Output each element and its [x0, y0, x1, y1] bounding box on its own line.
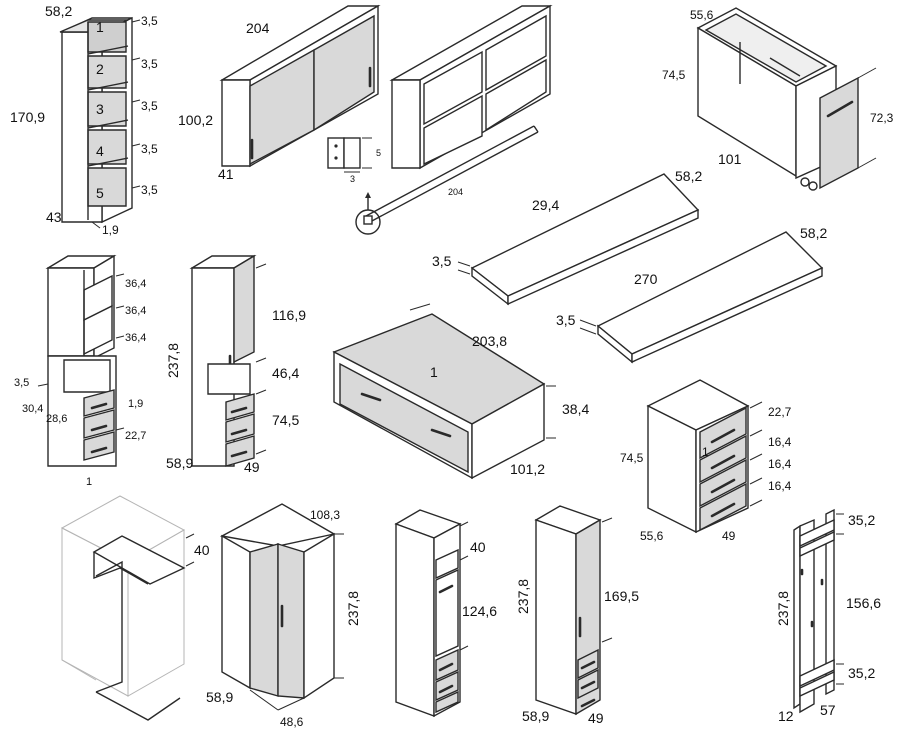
study-open-side: 1,9 [128, 398, 143, 410]
tall-open-top: 40 [470, 539, 486, 555]
tall-closed-figure: 237,8 169,5 58,9 49 [515, 505, 639, 726]
shelf-unit-gap-1: 3,5 [141, 14, 158, 28]
hall-stand-height: 237,8 [775, 591, 791, 626]
chest-figure: 22,7 16,4 16,4 16,4 74,5 1 55,6 49 [620, 379, 792, 543]
worktops-figure: 58,2 29,4 3,5 58,2 270 3,5 [432, 168, 827, 364]
desk-pedestal-figure: 55,6 74,5 101 72,3 [662, 7, 894, 191]
worktop-a-width: 29,4 [532, 197, 559, 213]
hall-stand-top: 35,2 [848, 512, 875, 528]
tall-open-middle: 124,6 [462, 603, 497, 619]
study-open-drawer: 22,7 [125, 430, 146, 442]
shelf-unit-depth: 43 [46, 209, 62, 225]
pedestal-height: 74,5 [662, 68, 686, 82]
tall-open-figure: 40 124,6 [394, 509, 497, 718]
study-closed-middle: 46,4 [272, 365, 299, 381]
worktop-b-length: 270 [634, 271, 658, 287]
study-closed-lower: 74,5 [272, 412, 299, 428]
sliding-cabinet-width: 204 [246, 20, 270, 36]
shelf-unit-number-4: 4 [96, 143, 104, 159]
study-closed-upper: 116,9 [272, 307, 306, 323]
tall-closed-depth: 58,9 [522, 708, 549, 724]
hall-stand-bottom: 35,2 [848, 665, 875, 681]
worktop-b-depth: 58,2 [800, 225, 827, 241]
sliding-cabinet-figure: 204 100,2 41 [178, 4, 381, 182]
corner-wardrobe-width: 108,3 [310, 508, 340, 522]
hall-stand-middle: 156,6 [846, 595, 881, 611]
tall-closed-door: 169,5 [604, 588, 639, 604]
chest-width: 49 [722, 529, 736, 543]
chest-depth: 55,6 [640, 529, 664, 543]
shelf-unit-number-3: 3 [96, 101, 104, 117]
shelf-unit-width: 58,2 [45, 3, 72, 19]
bed-box-length: 203,8 [472, 333, 507, 349]
worktop-b-thickness: 3,5 [556, 312, 576, 328]
rail-profile-height: 5 [376, 148, 381, 158]
rail-length: 204 [448, 187, 463, 197]
chest-top-drawer: 22,7 [768, 405, 792, 419]
corner-wardrobe-height: 237,8 [345, 591, 361, 626]
shelf-unit-side: 1,9 [102, 223, 119, 237]
bed-box-tag: 1 [430, 364, 438, 380]
shelf-unit-gap-4: 3,5 [141, 142, 158, 156]
shelf-unit-number-1: 1 [96, 19, 104, 35]
rail-profile-depth: 3 [350, 174, 355, 184]
chest-drawer-4: 16,4 [768, 479, 792, 493]
bed-box-figure: 203,8 1 38,4 101,2 [332, 303, 589, 480]
chest-tag: 1 [702, 445, 709, 459]
study-closed-total: 237,8 [165, 343, 181, 378]
worktop-a-depth: 58,2 [675, 168, 702, 184]
hall-stand-width: 57 [820, 702, 836, 718]
shelf-unit-height: 170,9 [10, 109, 45, 125]
worktop-a-thickness: 3,5 [432, 253, 452, 269]
corner-wardrobe-figure: 108,3 237,8 58,9 48,6 [206, 503, 361, 729]
study-open-left-thickness: 3,5 [14, 377, 29, 389]
study-open-shelf-3: 36,4 [125, 332, 146, 344]
sliding-cabinet-height: 100,2 [178, 112, 213, 128]
shelf-unit-gap-3: 3,5 [141, 99, 158, 113]
shelf-unit-number-5: 5 [96, 185, 104, 201]
hall-stand-figure: 237,8 35,2 156,6 35,2 12 57 [775, 508, 881, 724]
shelf-unit-figure: 1 2 3 4 5 58,2 170,9 43 1,9 3,5 3,5 3,5 … [10, 3, 158, 237]
study-open-base-depth: 28,6 [46, 413, 67, 425]
shelf-unit-number-2: 2 [96, 61, 104, 77]
shelf-unit-gap-2: 3,5 [141, 57, 158, 71]
study-open-figure: 36,4 36,4 36,4 3,5 30,4 28,6 1,9 22,7 1 [14, 254, 146, 488]
study-open-tag: 1 [86, 476, 92, 488]
corner-wardrobe-depth: 58,9 [206, 689, 233, 705]
corner-ghost-figure: 40 [60, 495, 210, 721]
corner-ghost-top: 40 [194, 542, 210, 558]
pedestal-door-height: 72,3 [870, 111, 894, 125]
tall-closed-height: 237,8 [515, 579, 531, 614]
study-open-shelf-1: 36,4 [125, 278, 146, 290]
chest-height: 74,5 [620, 451, 644, 465]
tall-closed-width: 49 [588, 710, 604, 726]
corner-wardrobe-inner: 48,6 [280, 715, 304, 729]
pedestal-depth: 55,6 [690, 8, 714, 22]
study-closed-width: 49 [244, 459, 260, 475]
bed-box-height: 38,4 [562, 401, 589, 417]
chest-drawer-3: 16,4 [768, 457, 792, 471]
study-open-shelf-2: 36,4 [125, 305, 146, 317]
chest-drawer-2: 16,4 [768, 435, 792, 449]
study-closed-depth: 58,9 [166, 455, 193, 471]
hall-stand-side: 12 [778, 708, 794, 724]
bed-box-width: 101,2 [510, 461, 545, 477]
shelf-unit-gap-5: 3,5 [141, 183, 158, 197]
pedestal-length: 101 [718, 151, 742, 167]
open-cabinet-figure: 5 3 204 [327, 4, 553, 235]
study-open-left-width: 30,4 [22, 403, 43, 415]
study-closed-figure: 237,8 116,9 46,4 74,5 58,9 49 [165, 254, 306, 475]
sliding-cabinet-depth: 41 [218, 166, 234, 182]
